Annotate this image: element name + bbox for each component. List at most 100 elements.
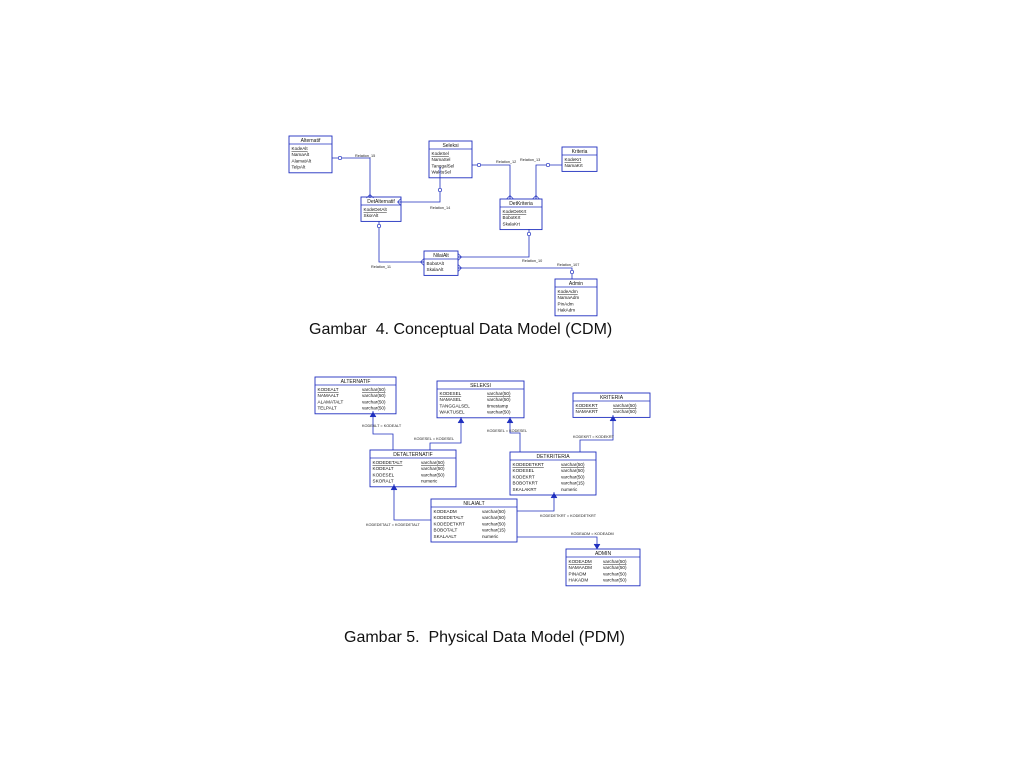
entity-box bbox=[572, 392, 651, 418]
crows-foot bbox=[457, 264, 462, 272]
entity-attribute: SKALAALT bbox=[434, 534, 457, 539]
entity-attribute: PINADM bbox=[569, 571, 587, 576]
cdm-connector-relation-14 bbox=[401, 167, 441, 203]
entity-attribute: NAMAADM bbox=[569, 565, 593, 570]
relation-label: KODESEL = KODESEL bbox=[414, 437, 454, 441]
relation-label: KODEDETALT = KODEDETALT bbox=[366, 523, 420, 527]
entity-attribute-type: varchar(50) bbox=[561, 462, 585, 467]
relation-label: Relation_12 bbox=[496, 160, 516, 164]
entity-attribute-type: varchar(50) bbox=[362, 393, 386, 398]
entity-attribute-type: varchar(50) bbox=[487, 391, 511, 396]
entity-attribute: KodeAlt bbox=[292, 146, 309, 151]
entity-attribute-type: varchar(50) bbox=[613, 403, 637, 408]
entity-attribute: NamaAdm bbox=[558, 295, 580, 300]
entity-attribute: WaktuSel bbox=[432, 170, 452, 175]
entity-title: NILAIALT bbox=[463, 501, 484, 507]
pdm-reference-nilai-detalt bbox=[393, 484, 431, 521]
entity-box bbox=[509, 451, 597, 496]
entity-attribute: NamaAlt bbox=[292, 152, 310, 157]
entity-box bbox=[314, 376, 397, 415]
cdm-connector-relation-15 bbox=[332, 157, 371, 198]
entity-attribute: KODEKRT bbox=[513, 474, 535, 479]
relation-label: Relation_15 bbox=[355, 154, 375, 158]
entity-attribute: KODEALT bbox=[373, 466, 394, 471]
cdm-connector-relation-10 bbox=[458, 229, 530, 258]
entity-title: DetKriteria bbox=[509, 201, 533, 207]
entity-box bbox=[430, 498, 518, 543]
entity-box bbox=[360, 196, 402, 222]
entity-title: SELEKSI bbox=[470, 383, 491, 389]
entity-attribute-type: timestamp bbox=[487, 403, 509, 408]
cdm-connector-relation-13 bbox=[535, 164, 562, 199]
entity-attribute: ALAMATALT bbox=[318, 399, 344, 404]
entity-attribute-type: varchar(50) bbox=[362, 387, 386, 392]
entity-attribute: KODEADM bbox=[434, 509, 457, 514]
entity-title: DETALTERNATIF bbox=[393, 452, 432, 458]
optional-circle bbox=[545, 162, 551, 168]
entity-title: ADMIN bbox=[595, 551, 612, 557]
entity-attribute: KODEADM bbox=[569, 559, 592, 564]
entity-box bbox=[369, 449, 457, 488]
entity-attribute: KODEDETKRT bbox=[513, 462, 545, 467]
entity-attribute-type: numeric bbox=[421, 479, 438, 484]
entity-attribute-type: varchar(50) bbox=[421, 466, 445, 471]
pdm-reference-detalt-seleksi bbox=[429, 417, 462, 450]
entity-attribute: AlamatAlt bbox=[292, 158, 312, 163]
entity-attribute-type: varchar(15) bbox=[482, 528, 506, 533]
entity-box bbox=[554, 278, 598, 317]
entity-title: Seleksi bbox=[442, 143, 458, 149]
crows-foot bbox=[397, 198, 402, 206]
reference-arrow bbox=[506, 417, 514, 424]
entity-attribute: SKORALT bbox=[373, 479, 394, 484]
entity-attribute-type: varchar(50) bbox=[603, 559, 627, 564]
entity-attribute: KODESEL bbox=[513, 468, 535, 473]
entity-attribute-type: varchar(15) bbox=[561, 481, 585, 486]
entity-attribute: KODEDETKRT bbox=[434, 521, 466, 526]
entity-attribute: HAKADM bbox=[569, 578, 589, 583]
relation-label: KODEKRT = KODEKRT bbox=[573, 435, 615, 439]
entity-attribute-type: varchar(50) bbox=[561, 468, 585, 473]
reference-arrow bbox=[369, 411, 377, 418]
entity-attribute-type: varchar(50) bbox=[487, 410, 511, 415]
entity-attribute-type: varchar(50) bbox=[482, 509, 506, 514]
entity-box bbox=[436, 380, 525, 419]
entity-attribute: TanggalSel bbox=[432, 163, 455, 168]
entity-attribute: KODEDETALT bbox=[434, 515, 464, 520]
entity-attribute: TELPALT bbox=[318, 406, 337, 411]
entity-attribute: KodeAdm bbox=[558, 289, 578, 294]
entity-attribute: BOBOTALT bbox=[434, 528, 458, 533]
entity-attribute: SkalaKrt bbox=[503, 221, 521, 226]
entity-attribute: HakAdm bbox=[558, 308, 576, 313]
entity-title: Kriteria bbox=[572, 149, 588, 155]
entity-box bbox=[288, 135, 333, 174]
entity-attribute-type: varchar(50) bbox=[603, 565, 627, 570]
pdm-reference-detkrt-seleksi bbox=[509, 417, 521, 452]
entity-attribute: KodeSel bbox=[432, 151, 449, 156]
optional-circle bbox=[569, 269, 575, 275]
relation-label: Relation_14 bbox=[430, 206, 450, 210]
entity-title: Admin bbox=[569, 281, 583, 287]
cdm-caption: Gambar 4. Conceptual Data Model (CDM) bbox=[309, 321, 613, 338]
entity-attribute: NamaKrt bbox=[565, 163, 584, 168]
entity-title: ALTERNATIF bbox=[341, 379, 371, 385]
relation-label: Relation_11 bbox=[371, 265, 391, 269]
entity-title: KRITERIA bbox=[600, 395, 624, 401]
entity-attribute-type: numeric bbox=[561, 487, 578, 492]
crows-foot bbox=[366, 194, 374, 199]
cdm-connector-relation-12 bbox=[472, 164, 511, 199]
entity-attribute: BobotAlt bbox=[427, 261, 445, 266]
optional-circle bbox=[337, 155, 343, 161]
entity-title: NilaiAlt bbox=[433, 253, 449, 259]
cdm-connector-relation-107 bbox=[458, 267, 573, 279]
